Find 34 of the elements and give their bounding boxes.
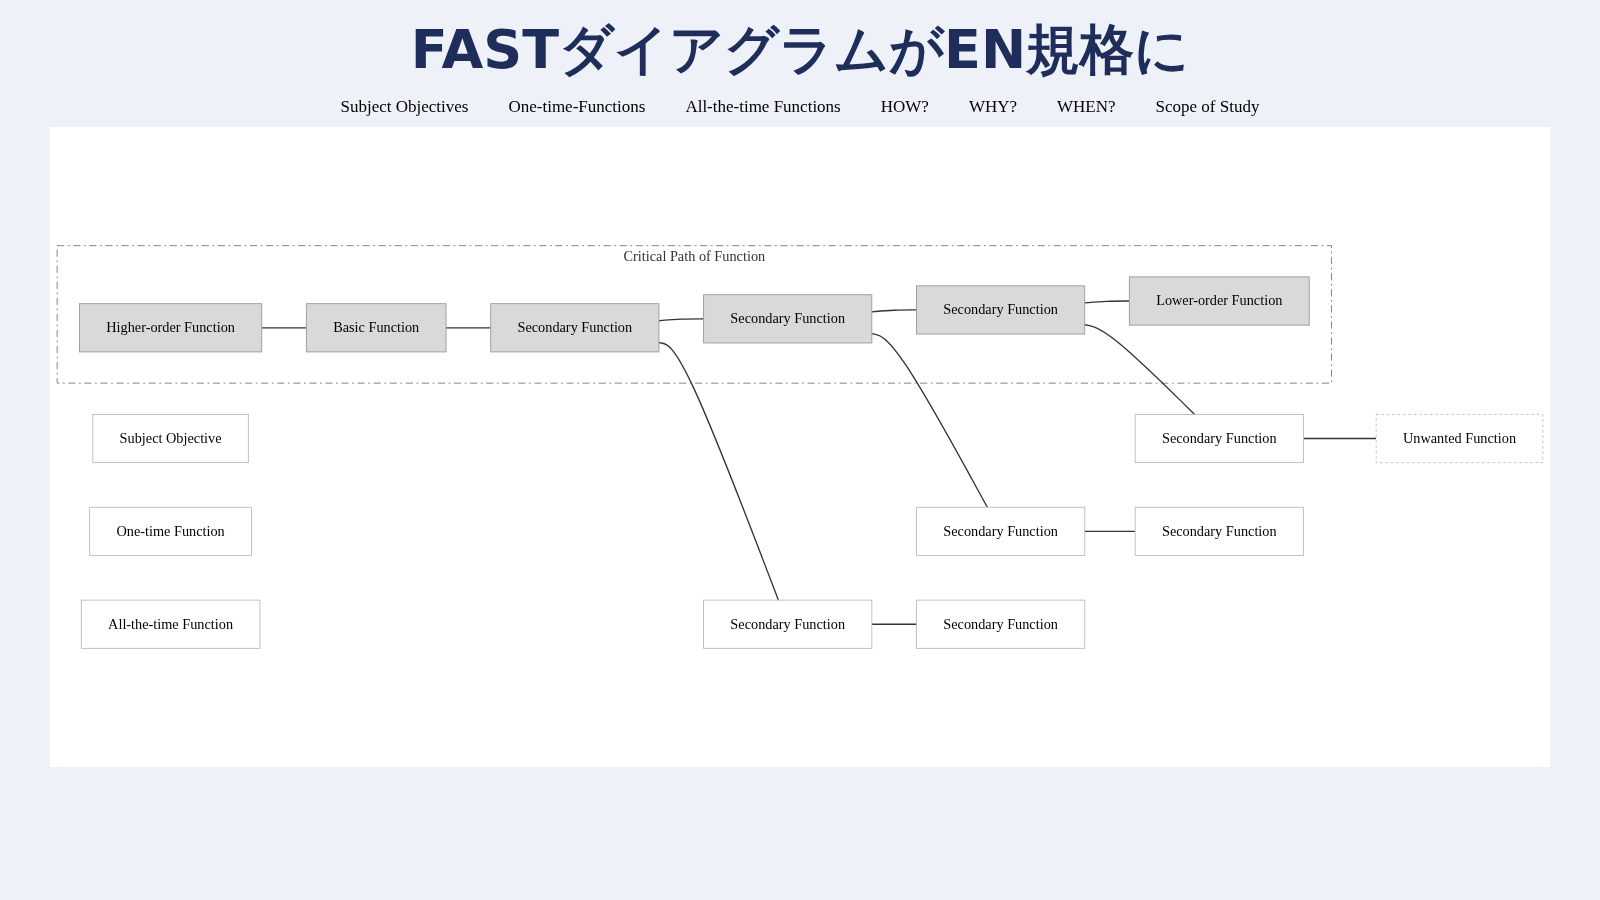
- node-box: Secondary Function: [703, 599, 873, 649]
- node-box: Secondary Function: [703, 294, 873, 344]
- slide-title: FASTダイアグラムがEN規格に: [409, 17, 1191, 83]
- column-label: WHEN?: [1056, 96, 1117, 118]
- connector: [1302, 437, 1377, 440]
- connector: [445, 327, 492, 329]
- column-label: Scope of Study: [1154, 96, 1261, 118]
- column-label: WHY?: [967, 96, 1019, 118]
- node-box: Higher-order Function: [79, 303, 263, 353]
- node-box: Secondary Function: [916, 285, 1086, 335]
- connector: [1084, 530, 1136, 533]
- node-box: Secondary Function: [916, 506, 1086, 556]
- node-box: One-time Function: [89, 506, 252, 556]
- column-label: Subject Objectives: [339, 96, 470, 118]
- connector: [658, 318, 705, 322]
- column-label: HOW?: [879, 96, 930, 118]
- connector: [871, 333, 988, 508]
- connector: [658, 341, 780, 601]
- connector: [1084, 300, 1131, 304]
- node-box: Lower-order Function: [1128, 276, 1310, 326]
- node-box: Basic Function: [305, 303, 447, 353]
- node-box: Secondary Function: [1134, 506, 1304, 556]
- connector: [1084, 324, 1196, 416]
- node-box: Secondary Function: [1134, 413, 1304, 464]
- node-box: Subject Objective: [92, 413, 249, 464]
- node-box: Unwanted Function: [1375, 413, 1544, 464]
- node-box: All-the-time Function: [80, 599, 261, 649]
- node-box: Secondary Function: [916, 599, 1086, 649]
- column-label: All-the-time Functions: [684, 96, 842, 118]
- connector: [871, 309, 918, 313]
- column-label: One-time-Functions: [507, 96, 647, 118]
- connector: [871, 623, 918, 625]
- node-box: Secondary Function: [490, 303, 660, 353]
- connector: [261, 327, 308, 329]
